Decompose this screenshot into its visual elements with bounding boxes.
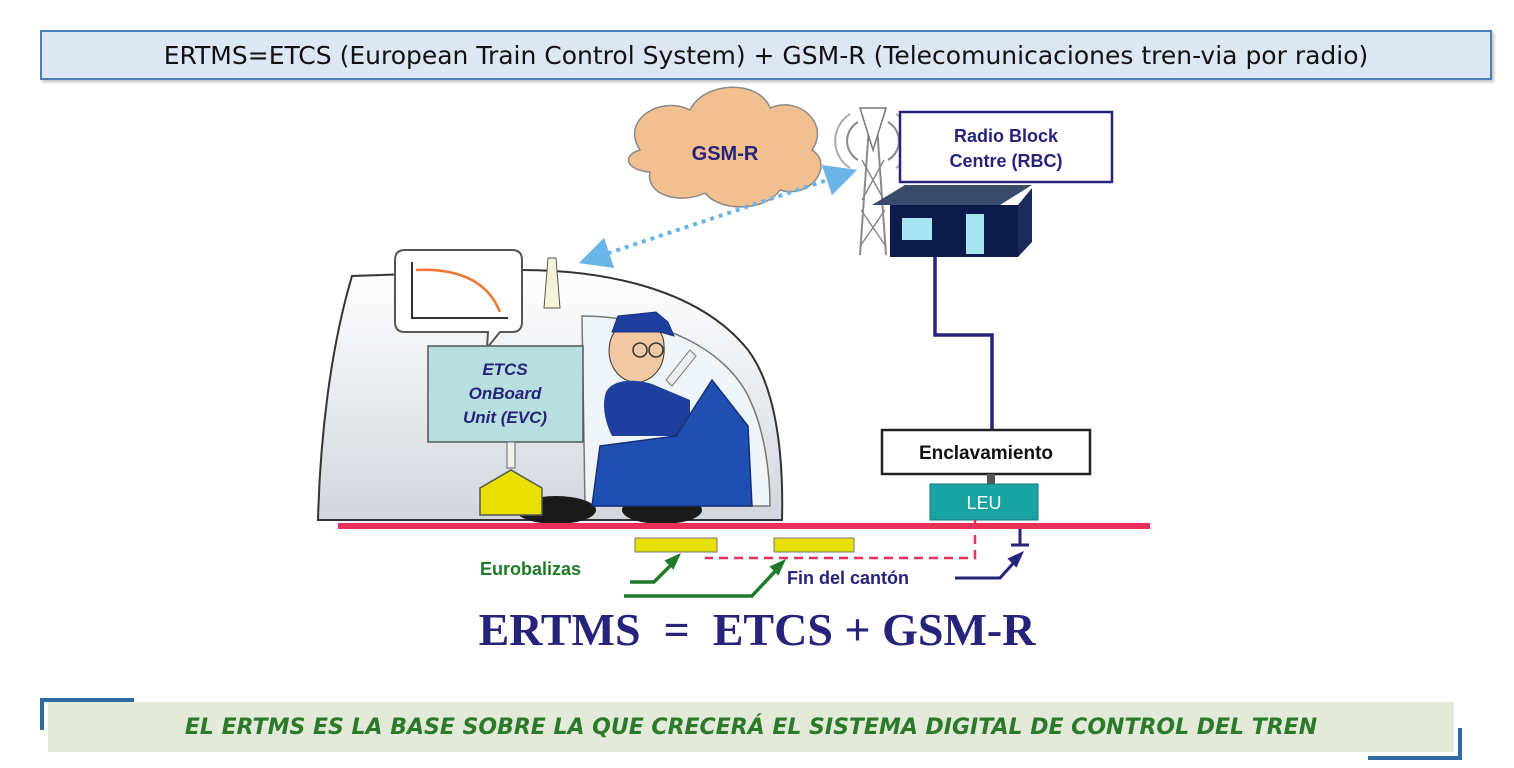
header-title-box: ERTMS=ETCS (European Train Control Syste… xyxy=(40,30,1492,80)
rbc-building xyxy=(872,185,1032,257)
footer-text: EL ERTMS ES LA BASE SOBRE LA QUE CRECERÁ… xyxy=(184,714,1318,740)
gsm-r-cloud: GSM-R xyxy=(627,86,822,208)
ertms-equation: ERTMS = ETCS + GSM-R xyxy=(478,604,1036,655)
rbc-label-line1: Radio Block xyxy=(954,126,1059,146)
rbc-label-box: Radio Block Centre (RBC) xyxy=(898,110,1114,184)
eurobalise-1 xyxy=(634,537,718,553)
footer-banner: EL ERTMS ES LA BASE SOBRE LA QUE CRECERÁ… xyxy=(40,698,1462,760)
onboard-label-line2: OnBoard xyxy=(469,384,542,403)
eurobalise-arrows xyxy=(624,552,787,598)
train-driver xyxy=(591,311,753,507)
dmi-display-bubble xyxy=(394,249,523,352)
leu-box: LEU xyxy=(929,483,1039,521)
rbc-label-line2: Centre (RBC) xyxy=(949,151,1062,171)
onboard-label-line3: Unit (EVC) xyxy=(463,408,547,427)
etcs-onboard-unit: ETCS OnBoard Unit (EVC) xyxy=(427,345,584,469)
rbc-interlocking-cable xyxy=(933,257,994,430)
balise-antenna xyxy=(479,469,543,516)
leu-balise-cable xyxy=(705,520,977,560)
onboard-label-line1: ETCS xyxy=(482,360,528,379)
block-end-arrow xyxy=(955,550,1025,580)
interlocking-connector xyxy=(987,474,995,484)
interlocking-label: Enclavamiento xyxy=(919,443,1053,464)
eurobalise-2 xyxy=(773,537,855,553)
cloud-label: GSM-R xyxy=(692,143,759,165)
footer-text-band: EL ERTMS ES LA BASE SOBRE LA QUE CRECERÁ… xyxy=(48,702,1454,752)
interlocking-box: Enclavamiento xyxy=(880,428,1092,476)
block-end-label: Fin del cantón xyxy=(787,568,909,588)
footer-bracket-bottom-right xyxy=(1368,728,1462,760)
eurobalises-label: Eurobalizas xyxy=(480,559,581,579)
header-title: ERTMS=ETCS (European Train Control Syste… xyxy=(163,40,1369,70)
radio-link-arrow xyxy=(578,164,858,269)
footer-bracket-top-left xyxy=(40,698,134,730)
leu-label: LEU xyxy=(966,493,1001,513)
block-end-signal xyxy=(1011,529,1029,547)
